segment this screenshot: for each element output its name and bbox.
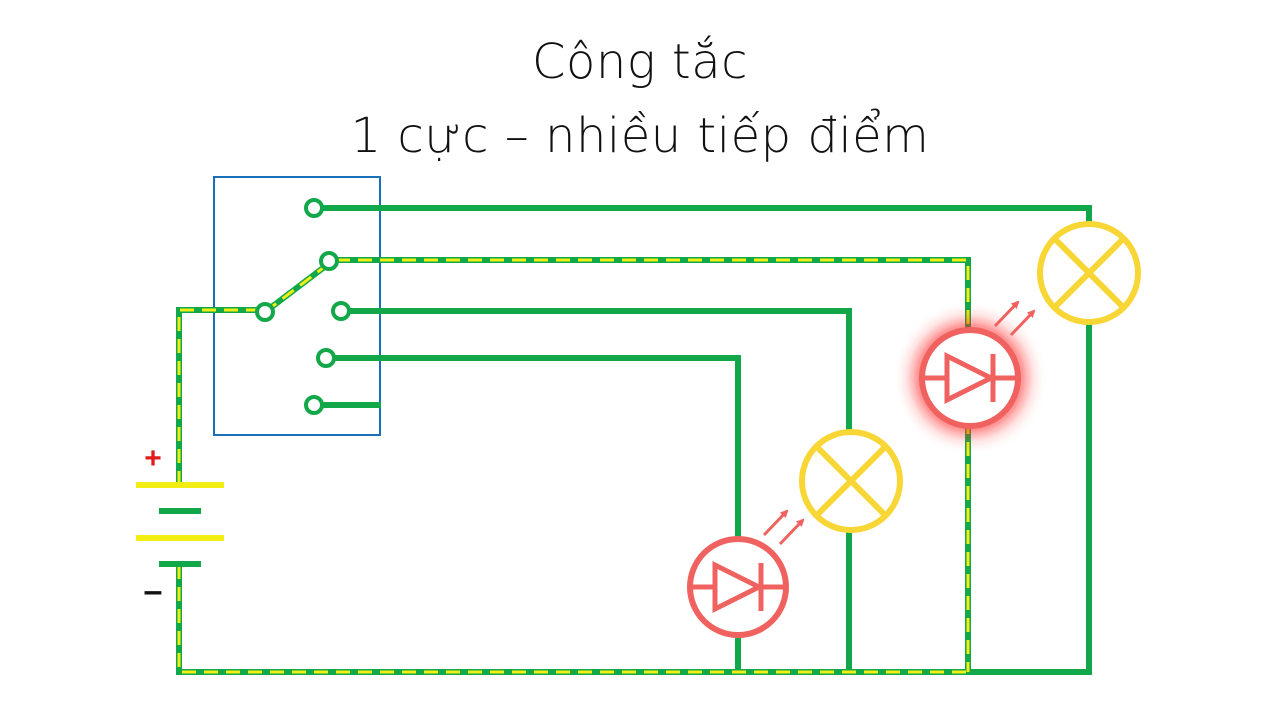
led-lower-ray-1 xyxy=(762,509,789,537)
lamp-lower xyxy=(799,429,903,533)
wire-contact-4 xyxy=(330,355,741,675)
battery-negative-label: – xyxy=(144,572,163,610)
switch-contact-2 xyxy=(319,251,339,271)
switch-contact-3 xyxy=(331,301,351,321)
led-upper xyxy=(914,300,1036,434)
title-line-2: 1 cực – nhiều tiếp điểm xyxy=(350,108,930,164)
switch-box xyxy=(213,176,381,436)
led-upper-ray-1 xyxy=(993,300,1020,328)
switch-contact-5 xyxy=(304,395,324,415)
switch-common-contact xyxy=(255,302,275,322)
wire-battery-positive xyxy=(176,307,261,488)
wire-contact-1 xyxy=(319,205,1092,675)
title-line-1: Công tắc xyxy=(532,34,748,90)
wires xyxy=(176,205,1092,675)
switch-contacts xyxy=(255,198,351,415)
wire-contact-3 xyxy=(345,308,852,675)
battery xyxy=(136,482,224,567)
switch-contact-4 xyxy=(316,348,336,368)
led-lower-ray-2 xyxy=(778,518,805,546)
battery-positive-label: + xyxy=(144,442,162,475)
lamp-upper xyxy=(1037,221,1141,325)
current-path xyxy=(177,258,970,674)
led-upper-ray-2 xyxy=(1009,309,1036,337)
switch-contact-1 xyxy=(304,198,324,218)
led-lower xyxy=(687,509,805,638)
